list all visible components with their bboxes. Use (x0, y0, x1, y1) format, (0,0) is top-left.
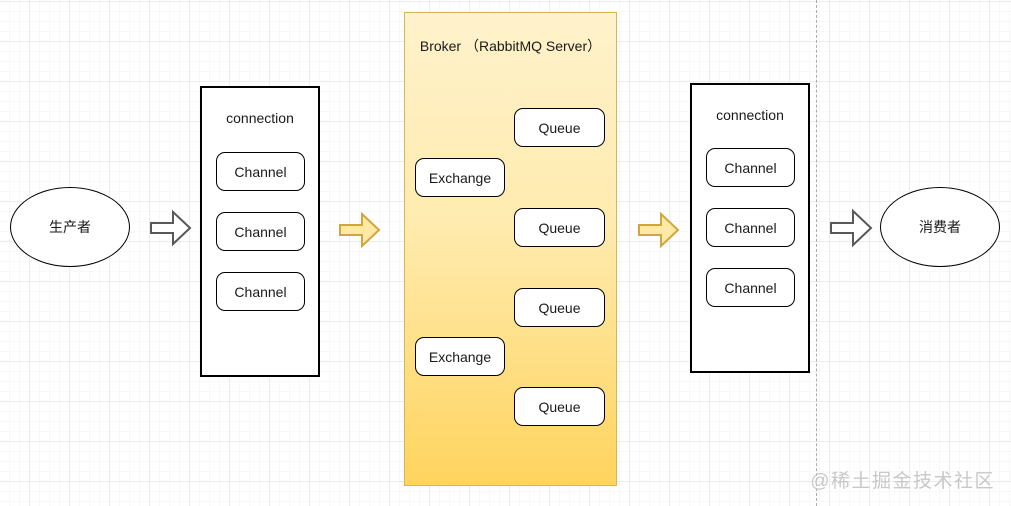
queue-label: Queue (538, 398, 581, 415)
channel-label: Channel (234, 223, 287, 240)
channel-box: Channel (706, 208, 795, 247)
arrow-connection-to-broker-icon (339, 211, 381, 249)
channel-label: Channel (234, 283, 287, 300)
exchange-box: Exchange (415, 158, 505, 197)
queue-box: Queue (514, 387, 605, 426)
channel-label: Channel (724, 159, 777, 176)
channel-box: Channel (706, 268, 795, 307)
watermark: @稀土掘金技术社区 (810, 471, 995, 492)
queue-box: Queue (514, 208, 605, 247)
channel-label: Channel (724, 219, 777, 236)
arrow-connection-to-consumer-icon (830, 208, 873, 248)
channel-label: Channel (724, 279, 777, 296)
connection-title: connection (226, 110, 294, 126)
arrow-broker-to-connection-icon (638, 211, 680, 249)
arrow-producer-to-connection-icon (150, 209, 192, 247)
consumer-ellipse: 消费者 (880, 187, 1000, 267)
producer-ellipse: 生产者 (10, 187, 130, 267)
exchange-label: Exchange (428, 169, 492, 186)
connection-title: connection (716, 107, 784, 123)
channel-box: Channel (706, 148, 795, 187)
queue-box: Queue (514, 288, 605, 327)
broker-title: Broker （RabbitMQ Server） (419, 38, 602, 54)
exchange-box: Exchange (415, 337, 505, 376)
channel-box: Channel (216, 212, 305, 251)
consumer-label: 消费者 (919, 219, 961, 235)
queue-label: Queue (538, 119, 581, 136)
queue-label: Queue (538, 219, 581, 236)
channel-box: Channel (216, 272, 305, 311)
producer-label: 生产者 (49, 219, 91, 235)
queue-box: Queue (514, 108, 605, 147)
queue-label: Queue (538, 299, 581, 316)
boundary-dashed-line (816, 0, 817, 506)
channel-box: Channel (216, 152, 305, 191)
channel-label: Channel (234, 163, 287, 180)
exchange-label: Exchange (428, 348, 492, 365)
